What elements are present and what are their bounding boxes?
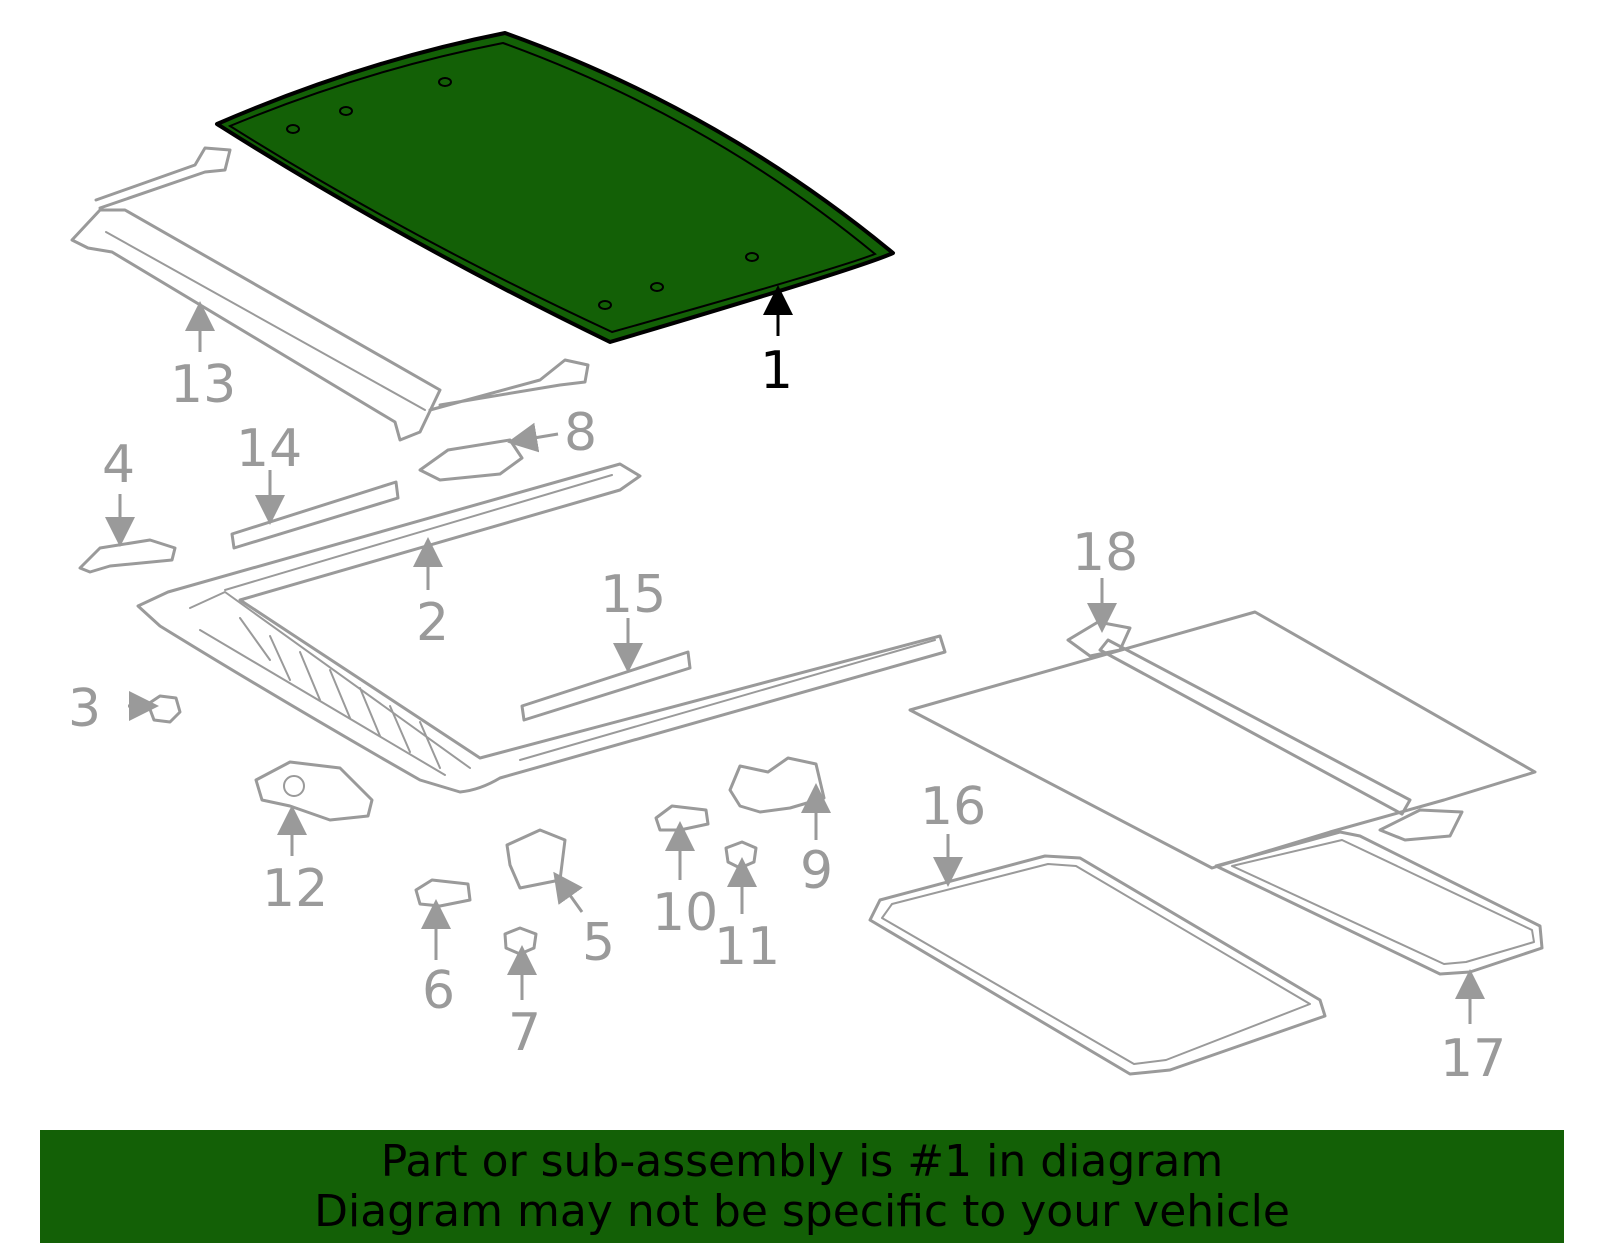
info-banner: Part or sub-assembly is #1 in diagram Di… [40, 1130, 1564, 1243]
callout-4[interactable]: 4 [102, 435, 135, 495]
banner-line-1: Part or sub-assembly is #1 in diagram [380, 1135, 1224, 1187]
part-10-bolt[interactable] [654, 804, 710, 832]
part-9-bracket[interactable] [728, 756, 826, 814]
callout-15[interactable]: 15 [600, 565, 666, 625]
callout-14[interactable]: 14 [236, 419, 302, 479]
part-11-nut[interactable] [724, 840, 758, 870]
part-3-nut[interactable] [146, 694, 182, 724]
callout-5[interactable]: 5 [582, 913, 615, 973]
callout-7[interactable]: 7 [508, 1003, 541, 1063]
leader-lines [105, 285, 1485, 1024]
callout-1[interactable]: 1 [760, 341, 793, 401]
callout-labels: 1 2 3 4 5 6 7 8 9 10 11 12 13 14 15 16 1… [68, 341, 1506, 1089]
callout-2[interactable]: 2 [416, 593, 449, 653]
part-14-strip[interactable] [230, 480, 400, 550]
part-12-motor[interactable] [254, 760, 374, 822]
part-1-glass-panel[interactable] [215, 31, 895, 344]
callout-3[interactable]: 3 [68, 679, 101, 739]
callout-9[interactable]: 9 [800, 841, 833, 901]
callout-16[interactable]: 16 [920, 777, 986, 837]
banner-line-2: Diagram may not be specific to your vehi… [314, 1185, 1290, 1237]
callout-17[interactable]: 17 [1440, 1029, 1506, 1089]
part-13-wind-deflector[interactable] [70, 146, 590, 442]
part-16-seal[interactable] [868, 854, 1327, 1076]
callout-6[interactable]: 6 [422, 961, 455, 1021]
part-7-nut[interactable] [503, 926, 538, 956]
callout-10[interactable]: 10 [652, 883, 718, 943]
part-2-sunroof-frame[interactable] [136, 462, 947, 794]
callout-18[interactable]: 18 [1072, 523, 1138, 583]
callout-12[interactable]: 12 [262, 859, 328, 919]
part-17-seal[interactable] [1214, 830, 1544, 976]
callout-13[interactable]: 13 [170, 355, 236, 415]
callout-11[interactable]: 11 [714, 917, 780, 977]
part-6-bolt[interactable] [414, 878, 472, 908]
part-5-bracket[interactable] [505, 828, 567, 890]
callout-8[interactable]: 8 [564, 403, 597, 463]
part-4-bracket[interactable] [78, 538, 177, 574]
part-8-bracket[interactable] [418, 438, 524, 482]
part-18-sunshade[interactable] [908, 610, 1537, 870]
